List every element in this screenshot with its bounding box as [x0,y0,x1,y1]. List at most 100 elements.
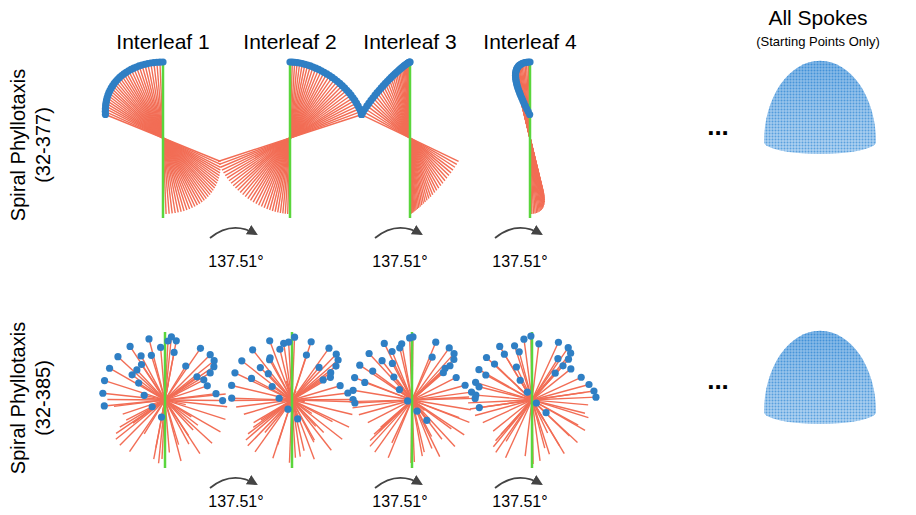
start-point [527,332,534,339]
start-point [164,337,171,344]
start-point [249,346,256,353]
start-point [303,351,310,358]
start-point [356,362,363,369]
start-point [516,348,523,355]
start-point [565,356,572,363]
start-point [440,369,447,376]
start-point [157,344,164,351]
start-point [269,383,276,390]
row-heading: (32-377) [32,107,54,183]
start-point [517,377,524,384]
start-point [350,387,357,394]
axis-line [531,332,534,468]
start-point [389,360,396,367]
hemisphere [764,61,876,154]
start-point [231,369,238,376]
start-point [491,360,498,367]
start-point [207,369,214,376]
interleaf-spokes [512,58,545,218]
interleaf-spokes [358,58,459,218]
angle-label: 137.51° [492,493,547,511]
axis-line [164,332,167,468]
start-point [390,373,397,380]
rotation-arrow [375,478,421,488]
start-point [423,417,430,424]
angle-label: 137.51° [372,253,427,271]
start-point [327,369,334,376]
start-point [476,404,483,411]
start-point [138,361,145,368]
angle-label: 137.51° [208,493,263,511]
hemisphere [764,331,876,424]
start-point [212,390,219,397]
start-point [158,413,165,420]
row-heading: Spiral Phyllotaxis [7,69,29,221]
start-point [207,351,214,358]
start-point [472,391,479,398]
hemisphere-shade [764,331,876,424]
start-point [585,381,592,388]
start-point [294,415,301,422]
start-point [114,353,121,360]
start-point [590,387,597,394]
start-point [193,373,200,380]
start-point [320,376,327,383]
start-point [291,334,298,341]
start-point [365,350,372,357]
start-point [325,345,332,352]
start-point [554,355,561,362]
start-point [315,364,322,371]
rotation-arrow [495,478,541,488]
start-point [200,376,207,383]
ellipsis: ... [707,112,729,141]
start-point [135,379,142,386]
column-heading: Interleaf 4 [483,30,576,53]
start-point [265,370,272,377]
row-heading: (32-385) [32,360,54,436]
axis-line [289,60,292,218]
start-point [248,375,255,382]
start-point [483,354,490,361]
start-point [149,403,156,410]
start-point [511,342,518,349]
start-point [276,346,283,353]
interleaf-spokes [99,332,227,468]
start-point [559,362,566,369]
start-point [228,382,235,389]
start-point [369,367,376,374]
hemisphere-points [764,61,876,154]
start-point [228,395,235,402]
start-point [101,402,108,409]
start-point [148,352,155,359]
column-heading: Interleaf 1 [116,30,209,53]
start-point [337,382,344,389]
start-point [388,348,395,355]
column-heading: Interleaf 2 [243,30,336,53]
start-point [555,339,562,346]
start-point [129,371,136,378]
start-point [257,364,264,371]
start-point [219,397,226,404]
start-point [332,362,339,369]
ellipsis: ... [707,366,729,395]
start-point [542,409,549,416]
start-point [496,343,503,350]
start-point [182,363,189,370]
start-point [145,335,152,342]
start-point [475,383,482,390]
start-point [406,334,413,341]
interleaf-spokes [218,58,366,218]
start-point [526,111,533,118]
start-point [204,382,211,389]
start-point [351,374,358,381]
start-point [398,340,405,347]
rotation-arrow [495,228,541,238]
angle-label: 137.51° [208,253,263,271]
axis-line [162,60,165,218]
start-point [524,389,531,396]
rotation-arrow [210,478,256,488]
start-point [266,354,273,361]
start-point [361,379,368,386]
row-heading: Spiral Phyllotaxis [7,322,29,474]
column-subheading: (Starting Points Only) [756,35,880,49]
